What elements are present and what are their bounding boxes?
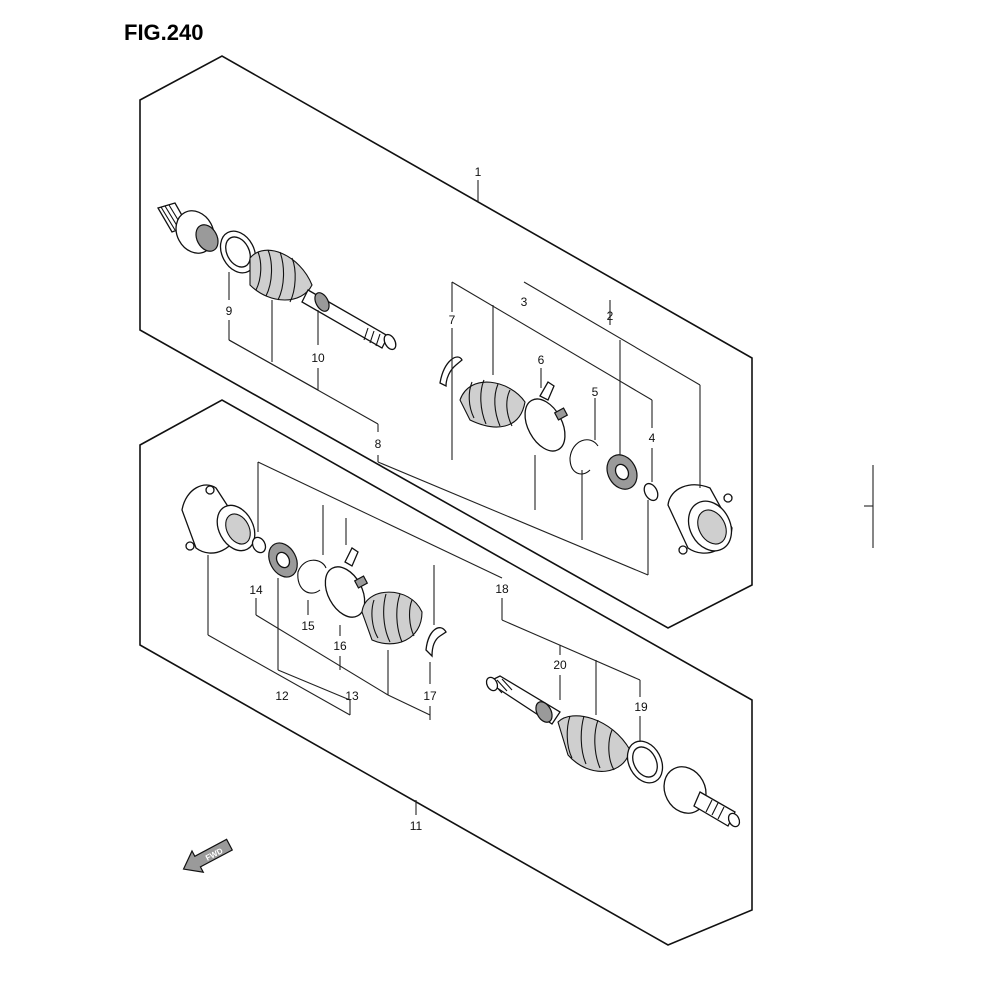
callout-1: 1 bbox=[475, 165, 482, 179]
callout-18: 18 bbox=[495, 582, 509, 596]
callout-3: 3 bbox=[521, 295, 528, 309]
callout-4: 4 bbox=[649, 431, 656, 445]
leader-lines bbox=[207, 180, 701, 815]
callout-12: 12 bbox=[275, 689, 289, 703]
upper-assembly-frame bbox=[139, 55, 753, 629]
callout-16: 16 bbox=[333, 639, 347, 653]
callout-5: 5 bbox=[592, 385, 599, 399]
upper-shaft-assembly bbox=[157, 202, 397, 351]
callout-19: 19 bbox=[634, 700, 648, 714]
lower-exploded-parts bbox=[181, 484, 447, 658]
callout-labels: 1 2 3 4 5 6 7 8 9 10 11 12 13 14 15 16 1… bbox=[226, 165, 656, 833]
upper-exploded-parts bbox=[439, 356, 733, 555]
fwd-arrow: FWD bbox=[182, 838, 234, 873]
callout-6: 6 bbox=[538, 353, 545, 367]
side-mark bbox=[864, 465, 874, 548]
callout-20: 20 bbox=[553, 658, 567, 672]
callout-8: 8 bbox=[375, 437, 382, 451]
callout-11: 11 bbox=[410, 819, 423, 833]
lower-assembly-frame bbox=[139, 399, 753, 946]
callout-10: 10 bbox=[311, 351, 325, 365]
lower-shaft-assembly bbox=[485, 675, 741, 828]
callout-9: 9 bbox=[226, 304, 233, 318]
callout-15: 15 bbox=[301, 619, 315, 633]
callout-2: 2 bbox=[607, 309, 614, 323]
callout-17: 17 bbox=[423, 689, 437, 703]
callout-13: 13 bbox=[345, 689, 359, 703]
figure-title: FIG.240 bbox=[124, 20, 203, 45]
callout-7: 7 bbox=[449, 313, 456, 327]
callout-14: 14 bbox=[249, 583, 263, 597]
